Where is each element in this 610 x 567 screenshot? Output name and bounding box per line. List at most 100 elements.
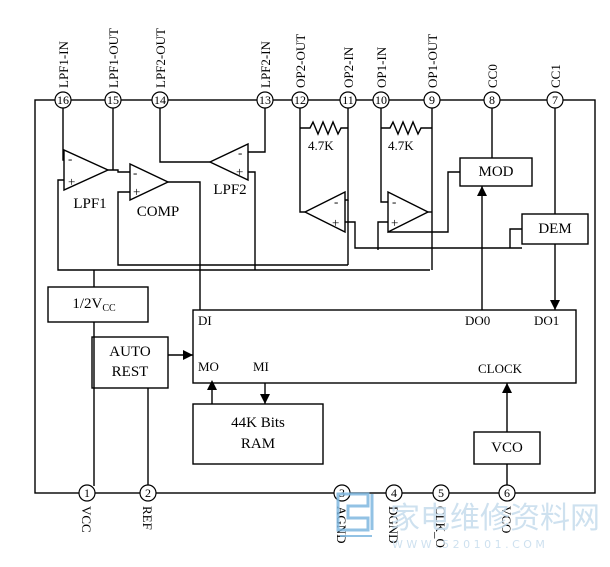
vco-label: VCO [491,440,523,456]
pin-number: 9 [429,93,435,107]
pin-label-cc1: CC1 [548,64,563,88]
pin-number: 5 [438,486,444,500]
pin-label-lpf1-in: LPF1-IN [56,40,71,88]
pin-label-op2-out: OP2-OUT [293,34,308,88]
ram-block: 44K Bits RAM [192,403,324,465]
pin-number: 13 [259,93,271,107]
pin-number: 6 [504,486,510,500]
mod-block: MOD [459,157,533,187]
ram-label-line2: RAM [241,436,275,452]
pin-label-ref: REF [140,506,155,530]
ram-label-line1: 44K Bits [231,415,285,431]
plus-sign: + [236,164,243,179]
pin-14: 14 LPF2-OUT [151,28,169,109]
dem-label: DEM [538,221,571,237]
resistor-r1-value: 4.7K [308,138,334,153]
pin-label-dgnd: DGND [386,506,401,544]
pin-8: 8 CC0 [483,64,501,109]
pin-12: 12 OP2-OUT [291,34,309,109]
port-di: DI [198,313,212,328]
vco-block: VCO [473,431,541,465]
pin-number: 11 [342,93,354,107]
plus-sign: + [68,174,75,189]
auto-rest-label-line2: REST [112,364,149,380]
arrow-do0-mod [477,186,487,196]
pin-number: 7 [552,93,558,107]
pin-number: 16 [57,93,69,107]
port-do1: DO1 [534,313,559,328]
pin-13: 13 LPF2-IN [256,40,274,109]
pin-number: 10 [375,93,387,107]
watermark-url: W W W . 5 2 0 1 0 1 . C O M [392,538,545,551]
dem-block: DEM [521,213,589,245]
pin-number: 14 [154,93,166,107]
comp-label: COMP [137,204,180,220]
pin-9: 9 OP1-OUT [423,34,441,109]
pin-number: 8 [489,93,495,107]
lpf1-label: LPF1 [73,196,106,212]
resistor-r2: 4.7K [381,120,432,153]
pin-number: 1 [84,486,90,500]
comp-amplifier: - + COMP [129,162,180,220]
pin-label-lpf2-in: LPF2-IN [258,40,273,88]
mod-label: MOD [478,164,513,180]
minus-sign: - [392,194,396,209]
half-vcc-label: 1/2VCC [72,296,116,314]
watermark-char-7: 网 [570,501,600,536]
package-outline [34,99,596,494]
arrow-dem-do1 [550,300,560,310]
watermark-char-4: 修 [480,501,510,536]
pin-number: 2 [145,486,151,500]
arrow-autorest-logic [183,350,193,360]
pin-number: 12 [294,93,306,107]
pin-10: 10 OP1-IN [372,46,390,109]
minus-sign: - [334,194,338,209]
watermark-logo-icon [336,492,374,537]
pin-label-op1-out: OP1-OUT [425,34,440,88]
pin-label-vcc: VCC [79,506,94,533]
minus-sign: - [133,165,137,180]
pin-15: 15 LPF1-OUT [104,28,122,109]
plus-sign: + [332,215,339,230]
plus-sign: + [133,184,140,199]
pin-label-op1-in: OP1-IN [374,46,389,88]
plus-sign: + [391,215,398,230]
arrow-mi-ram [260,394,270,404]
pin-number: 15 [107,93,119,107]
wiring [57,108,560,486]
watermark: 家 电 维 修 资 料 网 W W W . 5 2 0 1 0 1 . C O … [336,492,600,551]
op1-amplifier: - + [387,190,430,234]
watermark-char-2: 电 [420,501,450,536]
pin-label-vco: VCO [499,506,514,533]
half-vcc-block: 1/2VCC [47,286,149,323]
lpf2-label: LPF2 [213,182,246,198]
pin-4: 4 DGND [385,484,403,544]
lpf1-amplifier: - + LPF1 [63,148,110,212]
pin-1: 1 VCC [78,484,96,533]
resistor-r2-value: 4.7K [388,138,414,153]
resistor-r1: 4.7K [300,120,348,153]
auto-rest-label-line1: AUTO [109,344,151,360]
pin-label-clk-o: CLK_O [433,506,448,548]
watermark-char-1: 家 [390,501,420,536]
minus-sign: - [238,145,242,160]
auto-rest-block: AUTO REST [91,336,169,389]
lpf2-amplifier: - + LPF2 [208,142,249,198]
pin-11: 11 OP2-IN [339,46,357,109]
port-clock: CLOCK [478,361,523,376]
pin-label-op2-in: OP2-IN [341,46,356,88]
port-mo: MO [198,359,219,374]
port-mi: MI [253,359,269,374]
pin-2: 2 REF [139,484,157,530]
arrow-ram-mo [207,380,217,390]
pin-label-lpf1-out: LPF1-OUT [106,28,121,88]
arrow-vco-clock [502,383,512,393]
top-pins: 16 LPF1-IN 15 LPF1-OUT 14 LPF2-OUT 13 LP… [54,28,564,109]
pin-16: 16 LPF1-IN [54,40,72,109]
pin-5: 5 CLK_O [432,484,450,548]
logic-block: DI DO0 DO1 MO MI CLOCK [192,309,577,384]
pin-label-lpf2-out: LPF2-OUT [153,28,168,88]
pin-7: 7 CC1 [546,64,564,109]
port-do0: DO0 [465,313,490,328]
